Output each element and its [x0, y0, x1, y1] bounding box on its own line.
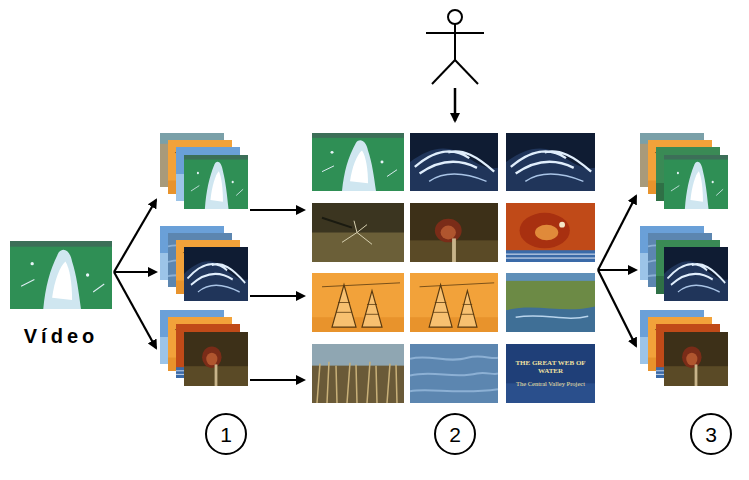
user-figure [426, 10, 484, 121]
keyframe-grid [312, 133, 595, 403]
grid-arrows [250, 210, 304, 380]
video-thumbnail: Vídeo [10, 241, 112, 309]
shot-stacks-left [160, 133, 248, 386]
step-number: 1 [220, 424, 232, 445]
video-caption: Vídeo [0, 325, 122, 348]
merge-arrows [598, 196, 636, 346]
video-frame [10, 241, 112, 309]
step-circle: 2 [434, 413, 476, 455]
title-card-subtitle: The Central Valley Project [509, 380, 592, 387]
step-circle: 1 [205, 413, 247, 455]
step-number: 2 [449, 424, 461, 445]
title-card-heading: THE GREAT WEB OF WATER [509, 359, 592, 375]
step-circle: 3 [690, 413, 732, 455]
title-card-text: THE GREAT WEB OF WATER The Central Valley… [509, 359, 592, 388]
split-arrows [114, 200, 156, 348]
shot-stacks-right [640, 133, 728, 386]
step-number: 3 [705, 424, 717, 445]
